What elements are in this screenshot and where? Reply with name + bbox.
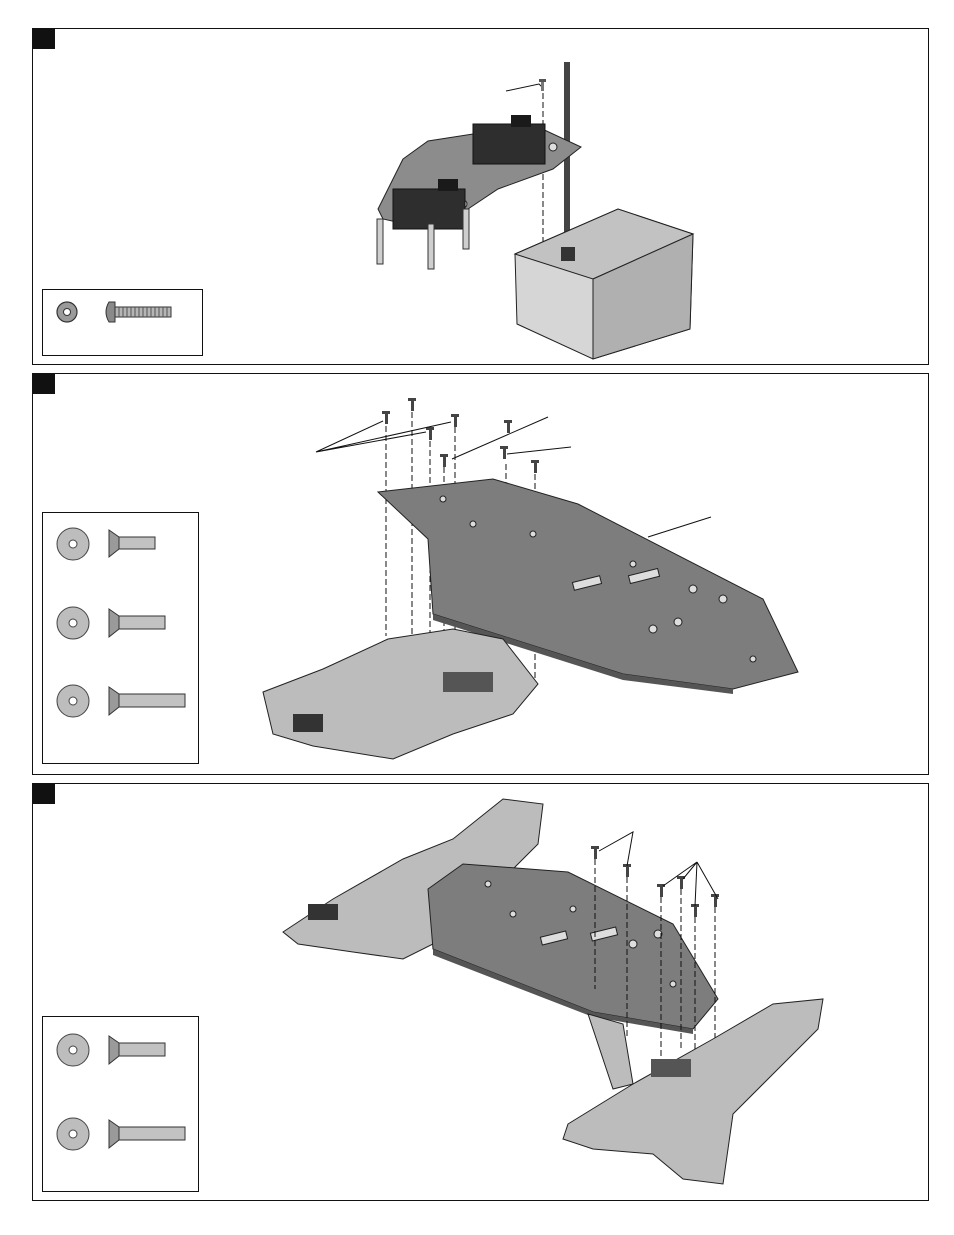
step-3-illustration xyxy=(33,784,930,1202)
step-1-panel xyxy=(32,28,929,365)
step-2-illustration xyxy=(33,374,930,776)
step-1-illustration xyxy=(33,29,930,366)
step-3-panel xyxy=(32,783,929,1201)
step-2-panel xyxy=(32,373,929,775)
